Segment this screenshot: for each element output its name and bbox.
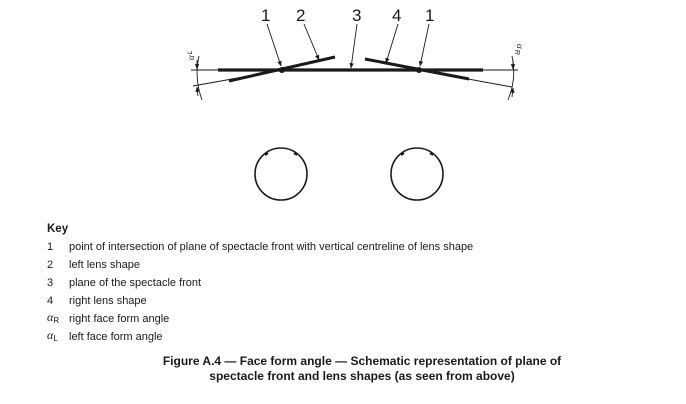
key-symbol-alpha-r: αR bbox=[47, 310, 60, 325]
left-intersection-point bbox=[279, 67, 285, 73]
key-text: left lens shape bbox=[69, 259, 140, 271]
key-item: 2 left lens shape bbox=[47, 256, 473, 274]
callout-1-right: 1 bbox=[425, 6, 434, 25]
key-text: point of intersection of plane of specta… bbox=[69, 241, 474, 253]
key-text: plane of the spectacle front bbox=[69, 277, 202, 289]
key-item: αR right face form angle bbox=[47, 310, 473, 328]
left-angle-extension-line bbox=[192, 69, 283, 87]
key-item: 3 plane of the spectacle front bbox=[47, 274, 473, 292]
callout-1-left-leader bbox=[266, 23, 282, 67]
caption-line-2: spectacle front and lens shapes (as seen… bbox=[209, 369, 515, 383]
key-item: 1 point of intersection of plane of spec… bbox=[47, 238, 473, 256]
key-symbol: 4 bbox=[47, 295, 54, 307]
left-angle-label: αL bbox=[186, 50, 196, 60]
key-title: Key bbox=[47, 223, 69, 235]
callout-3: 3 bbox=[352, 6, 361, 25]
key-text: right face form angle bbox=[69, 313, 170, 325]
callout-4: 4 bbox=[392, 6, 401, 25]
key-item: 4 right lens shape bbox=[47, 292, 473, 310]
left-lens-outline bbox=[254, 147, 308, 201]
left-angle-arrow-bottom bbox=[195, 86, 200, 97]
key-legend: Key 1 point of intersection of plane of … bbox=[47, 220, 473, 346]
callout-1-right-leader bbox=[418, 23, 430, 67]
left-angle-arc bbox=[196, 55, 203, 101]
callout-2-leader bbox=[303, 23, 320, 61]
callout-4-leader bbox=[385, 23, 399, 64]
key-symbol: 1 bbox=[47, 241, 54, 253]
right-angle-arc bbox=[507, 55, 515, 101]
right-angle-label: αR bbox=[513, 44, 525, 55]
right-intersection-point bbox=[416, 67, 422, 73]
face-form-angle-diagram: αL αR 1 2 3 4 1 bbox=[186, 6, 525, 201]
callout-3-leader bbox=[349, 23, 358, 69]
right-angle-arrow-bottom bbox=[510, 87, 515, 98]
key-text: right lens shape bbox=[69, 295, 147, 307]
right-lens-outline bbox=[390, 147, 444, 201]
caption-line-1: Figure A.4 — Face form angle — Schematic… bbox=[162, 354, 562, 368]
key-item: αL left face form angle bbox=[47, 328, 473, 346]
key-symbol: 3 bbox=[47, 277, 54, 289]
figure-caption: Figure A.4 — Face form angle — Schematic… bbox=[0, 354, 686, 384]
callout-1-left: 1 bbox=[261, 6, 270, 25]
key-text: left face form angle bbox=[69, 331, 163, 343]
right-angle-extension-line bbox=[418, 69, 513, 88]
key-symbol-alpha-l: αL bbox=[47, 328, 58, 343]
callout-2: 2 bbox=[296, 6, 305, 25]
key-symbol: 2 bbox=[47, 259, 54, 271]
